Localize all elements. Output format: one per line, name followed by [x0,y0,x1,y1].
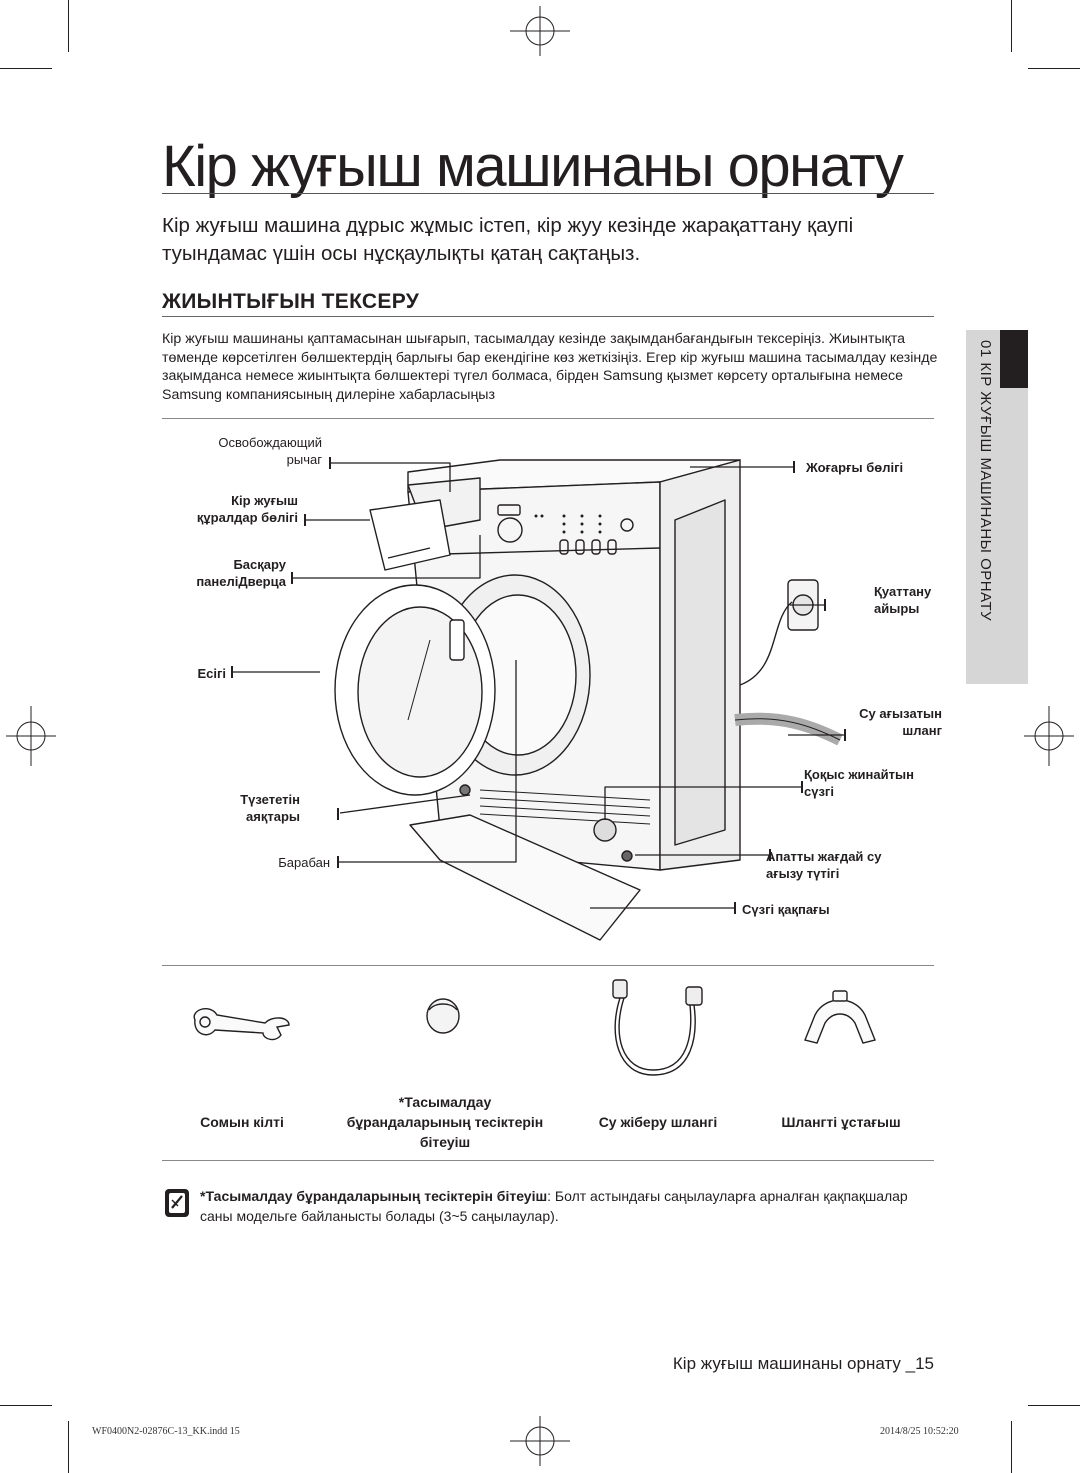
registration-mark-top [510,6,570,56]
label-power-plug: Қуаттану айыры [874,584,932,616]
page-footer: Кір жуғыш машинаны орнату _15 [672,1354,934,1373]
bolt-hole-cap-illustration [426,998,460,1034]
print-slug-date: 2014/8/25 10:52:20 [880,1426,959,1437]
title-divider [162,193,934,194]
label-drum: Барабан [278,855,330,870]
washing-machine-illustration [231,457,846,941]
chapter-side-tab [966,330,1028,684]
label-release-lever: Освобождающий рычаг [218,435,322,467]
page-title: Кір жуғыш машинаны орнату [162,134,904,199]
label-top-cover: Жоғарғы бөлігі [806,460,904,475]
registration-mark-left [6,706,56,766]
label-detergent-drawer: Кір жуғыш құралдар бөлігі [196,493,298,525]
chapter-tab-marker [1000,330,1028,388]
note-icon [165,1189,189,1217]
intro-paragraph: Кір жуғыш машина дұрыс жұмыс істеп, кір … [162,214,854,265]
label-emergency-drain-tube: Апатты жағдай су ағызу түтігі [766,849,882,881]
note-text: *Тасымалдау бұрандаларының тесіктерін бі… [200,1188,908,1224]
section-heading: ЖИЫНТЫҒЫН ТЕКСЕРУ [162,290,420,313]
registration-mark-right [1024,706,1074,766]
label-debris-filter: Қоқыс жинайтын сүзгі [804,767,914,799]
label-spanner: Сомын кілті [200,1114,284,1130]
spanner-illustration [193,1007,290,1041]
chapter-side-tab-label: 01 КІР ЖУҒЫШ МАШИНАНЫ ОРНАТУ [977,340,994,622]
registration-mark-bottom [510,1416,570,1466]
label-door: Есігі [197,666,226,681]
print-slug-file: WF0400N2-02876C-13_KK.indd 15 [92,1426,240,1437]
body-divider [162,418,934,419]
label-bolt-hole-caps: *Тасымалдау бұрандаларының тесіктерін бі… [346,1094,544,1150]
label-control-panel: Басқару панеліДверца [196,557,286,589]
accessories-top-divider [162,965,934,966]
section-divider [162,316,934,317]
hose-guide-illustration [804,990,876,1044]
water-supply-hose-illustration [612,979,703,1076]
label-filter-cover: Сүзгі қақпағы [742,902,830,917]
label-water-supply-hose: Су жіберу шлангі [598,1114,718,1130]
accessories-bottom-divider [162,1160,934,1161]
label-hose-guide: Шлангті ұстағыш [781,1114,901,1130]
section-body: Кір жуғыш машинаны қаптамасынан шығарып,… [162,331,938,403]
label-drain-hose: Су ағызатын шланг [859,706,942,738]
label-leveling-feet: Түзететін аяқтары [240,792,300,824]
